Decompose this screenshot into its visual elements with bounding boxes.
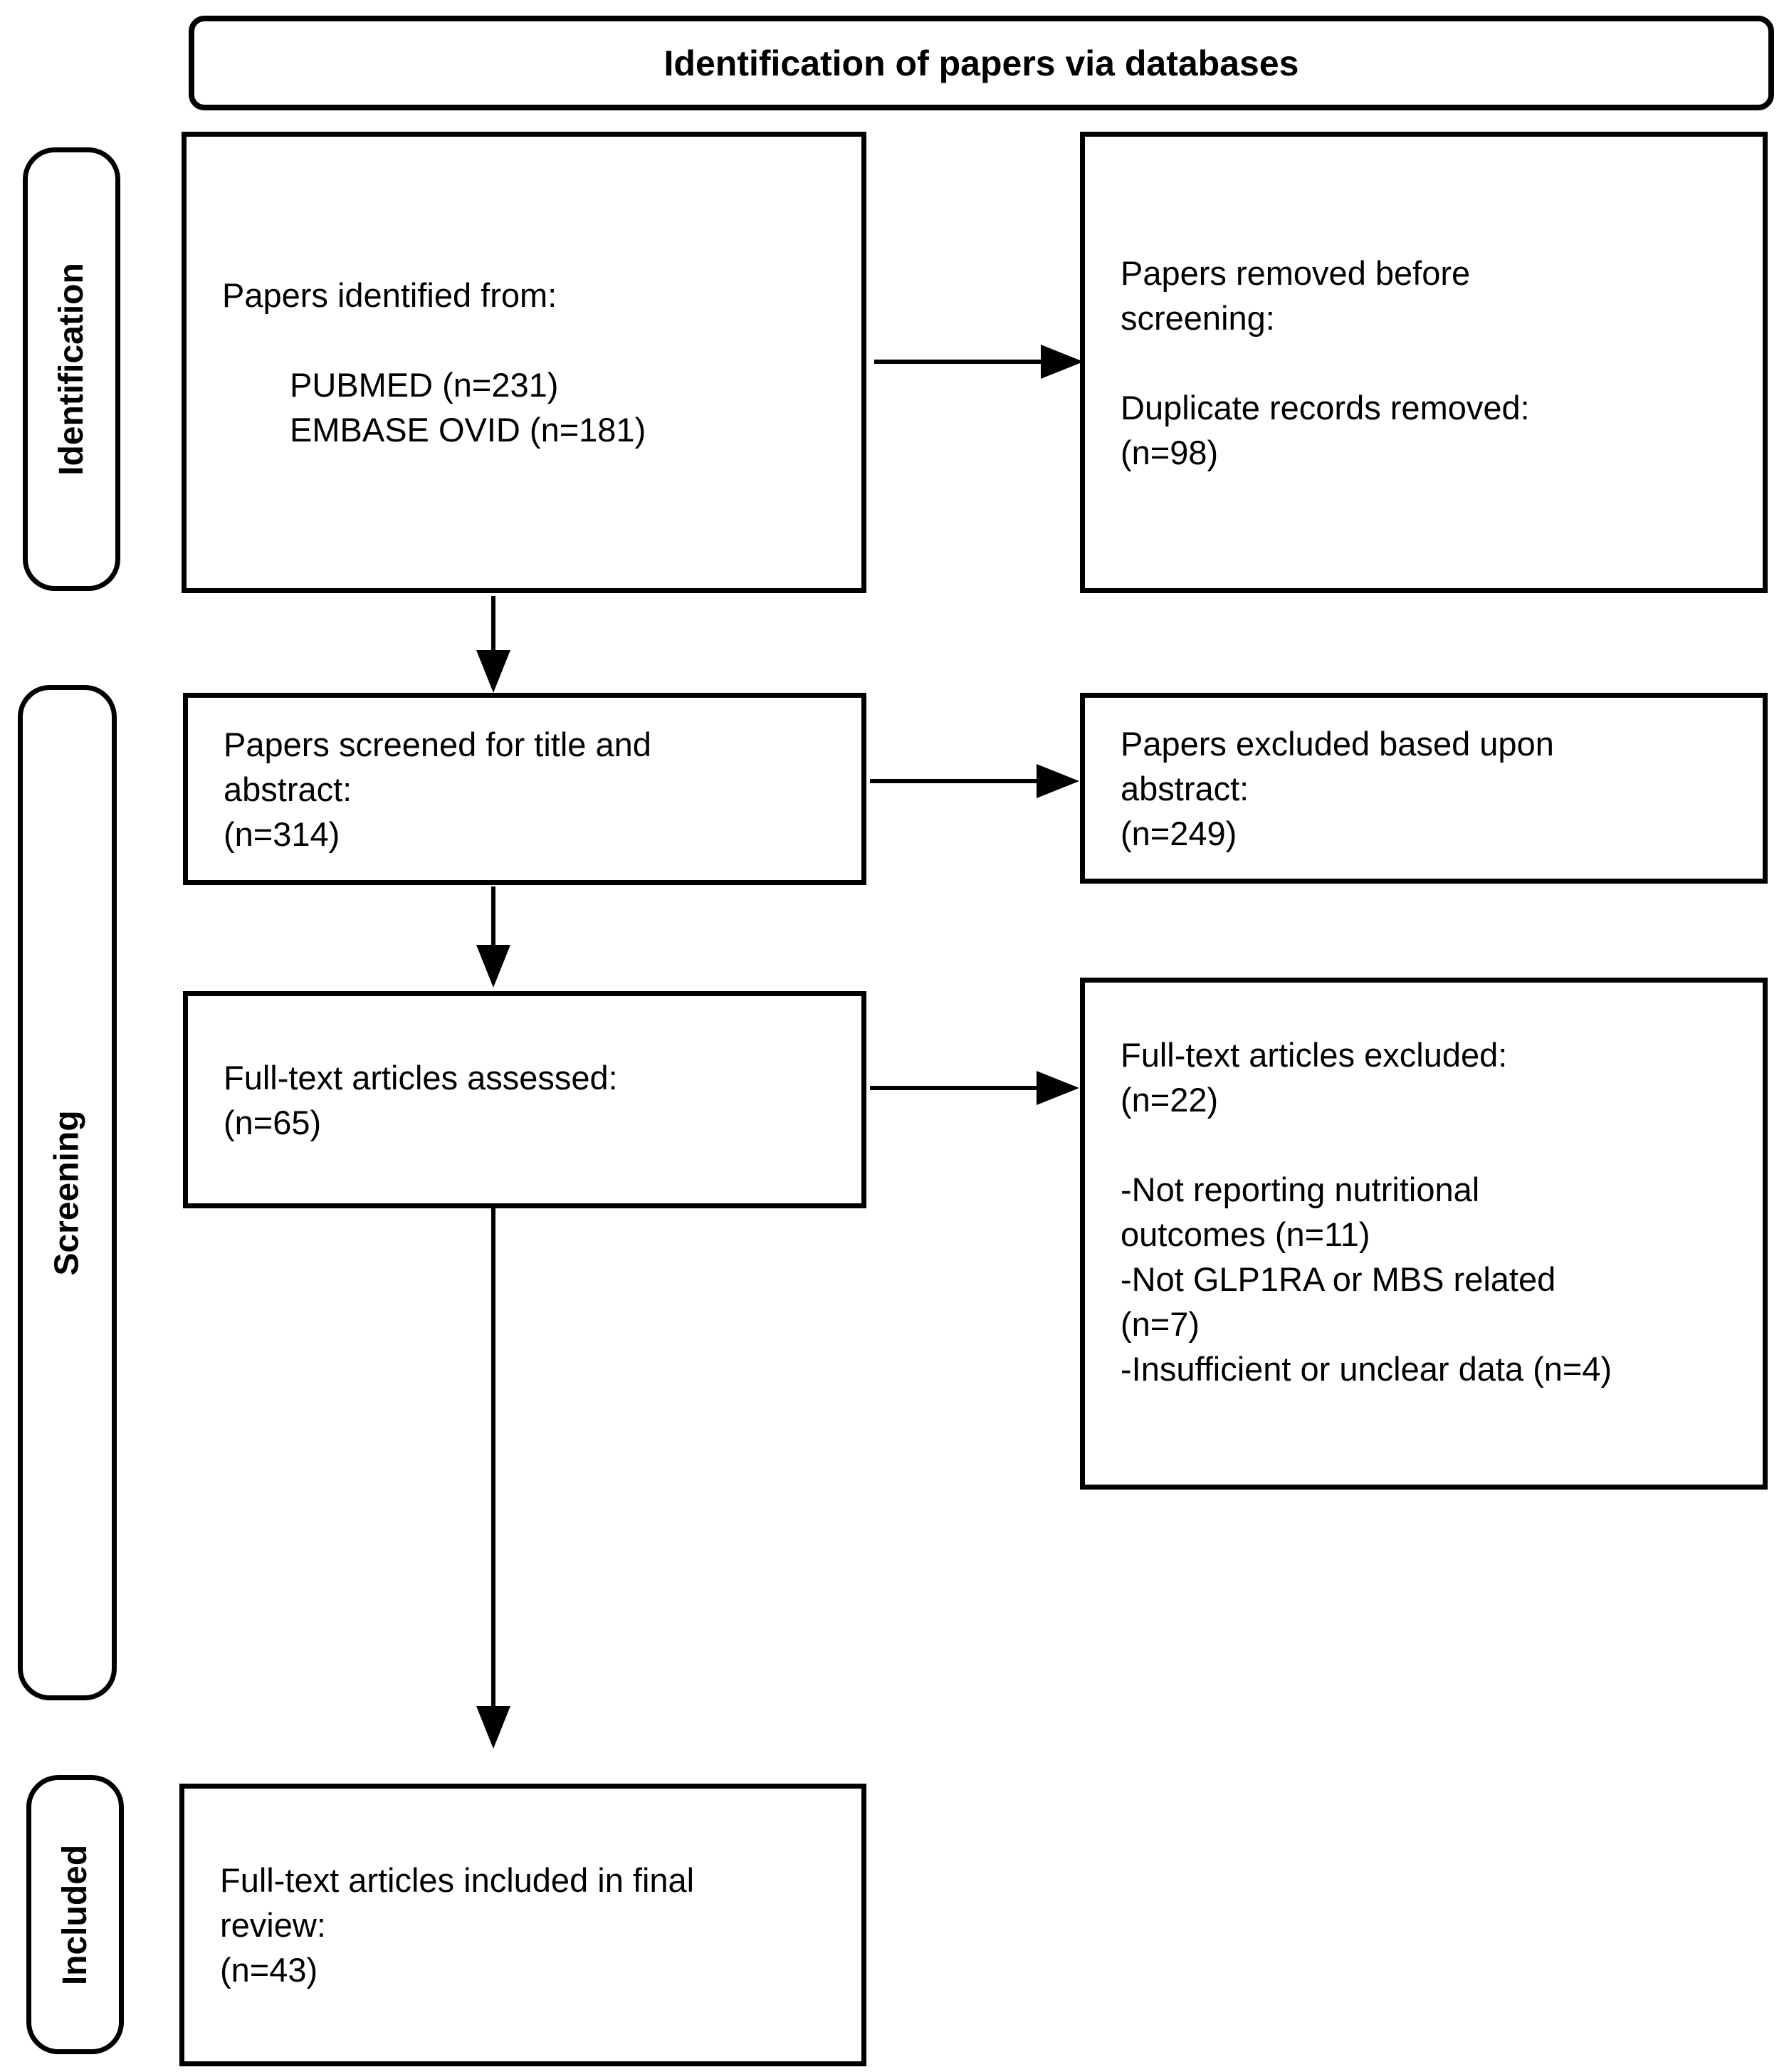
box-line-reason: outcomes (n=11) bbox=[1121, 1215, 1370, 1253]
box-line: Full-text articles excluded: bbox=[1121, 1036, 1508, 1074]
box-fulltext-excluded: Full-text articles excluded: (n=22) -Not… bbox=[1080, 978, 1768, 1490]
arrow-line bbox=[491, 596, 495, 654]
box-line-reason: -Not GLP1RA or MBS related bbox=[1121, 1260, 1556, 1298]
box-line-embase: EMBASE OVID (n=181) bbox=[290, 411, 646, 449]
box-line-blank bbox=[222, 318, 840, 362]
box-line-count: (n=22) bbox=[1121, 1081, 1219, 1119]
stage-label-screening: Screening bbox=[48, 1109, 87, 1276]
box-line: abstract: bbox=[1121, 769, 1249, 807]
stage-label-identification: Identification bbox=[53, 263, 91, 476]
arrow-head-right-icon bbox=[1037, 1071, 1079, 1105]
arrow-head-right-icon bbox=[1037, 764, 1079, 798]
stage-tab-identification: Identification bbox=[23, 147, 120, 591]
box-line-reason: (n=7) bbox=[1121, 1305, 1200, 1343]
box-fulltext-assessed: Full-text articles assessed: (n=65) bbox=[183, 991, 866, 1208]
box-papers-screened: Papers screened for title and abstract: … bbox=[183, 693, 866, 885]
box-line-count: (n=65) bbox=[224, 1103, 322, 1141]
stage-tab-included: Included bbox=[26, 1775, 124, 2054]
stage-tab-screening: Screening bbox=[18, 685, 117, 1700]
arrow-head-down-icon bbox=[476, 1706, 510, 1749]
box-fulltext-included-final: Full-text articles included in final rev… bbox=[179, 1784, 866, 2066]
box-line-count: (n=43) bbox=[220, 1951, 318, 1989]
box-line: Full-text articles included in final bbox=[220, 1861, 695, 1899]
box-papers-removed-before-screening: Papers removed before screening: Duplica… bbox=[1080, 132, 1768, 593]
arrow-head-down-icon bbox=[476, 650, 510, 693]
arrow-line bbox=[870, 1086, 1041, 1090]
arrow-line bbox=[870, 779, 1041, 783]
arrow-line bbox=[874, 360, 1045, 364]
box-line: screening: bbox=[1121, 298, 1275, 337]
box-line-reason: -Insufficient or unclear data (n=4) bbox=[1121, 1350, 1612, 1388]
box-line-blank bbox=[1121, 340, 1741, 385]
box-line: Duplicate records removed: bbox=[1121, 388, 1530, 427]
arrow-line bbox=[491, 1208, 495, 1710]
page-title: Identification of papers via databases bbox=[663, 43, 1299, 83]
stage-label-included: Included bbox=[56, 1844, 94, 1985]
arrow-head-right-icon bbox=[1041, 345, 1084, 379]
box-line-blank bbox=[1121, 1122, 1741, 1167]
box-line: Papers excluded based upon bbox=[1121, 724, 1554, 763]
box-line: Papers identified from: bbox=[222, 276, 557, 314]
title-box: Identification of papers via databases bbox=[189, 16, 1774, 110]
arrow-line bbox=[491, 886, 495, 949]
box-line: Papers screened for title and bbox=[224, 725, 651, 763]
box-line: Full-text articles assessed: bbox=[224, 1058, 618, 1097]
box-line: Papers removed before bbox=[1121, 253, 1471, 292]
box-papers-excluded-abstract: Papers excluded based upon abstract: (n=… bbox=[1080, 693, 1768, 884]
box-papers-identified: Papers identified from: PUBMED (n=231) E… bbox=[182, 132, 866, 593]
box-line-count: (n=314) bbox=[224, 815, 340, 853]
box-line-reason: -Not reporting nutritional bbox=[1121, 1171, 1480, 1208]
box-line-pubmed: PUBMED (n=231) bbox=[290, 366, 559, 404]
box-line: review: bbox=[220, 1906, 326, 1944]
box-line-count: (n=98) bbox=[1121, 433, 1219, 471]
box-line-count: (n=249) bbox=[1121, 814, 1237, 852]
arrow-head-down-icon bbox=[476, 945, 510, 988]
box-line: abstract: bbox=[224, 770, 352, 808]
